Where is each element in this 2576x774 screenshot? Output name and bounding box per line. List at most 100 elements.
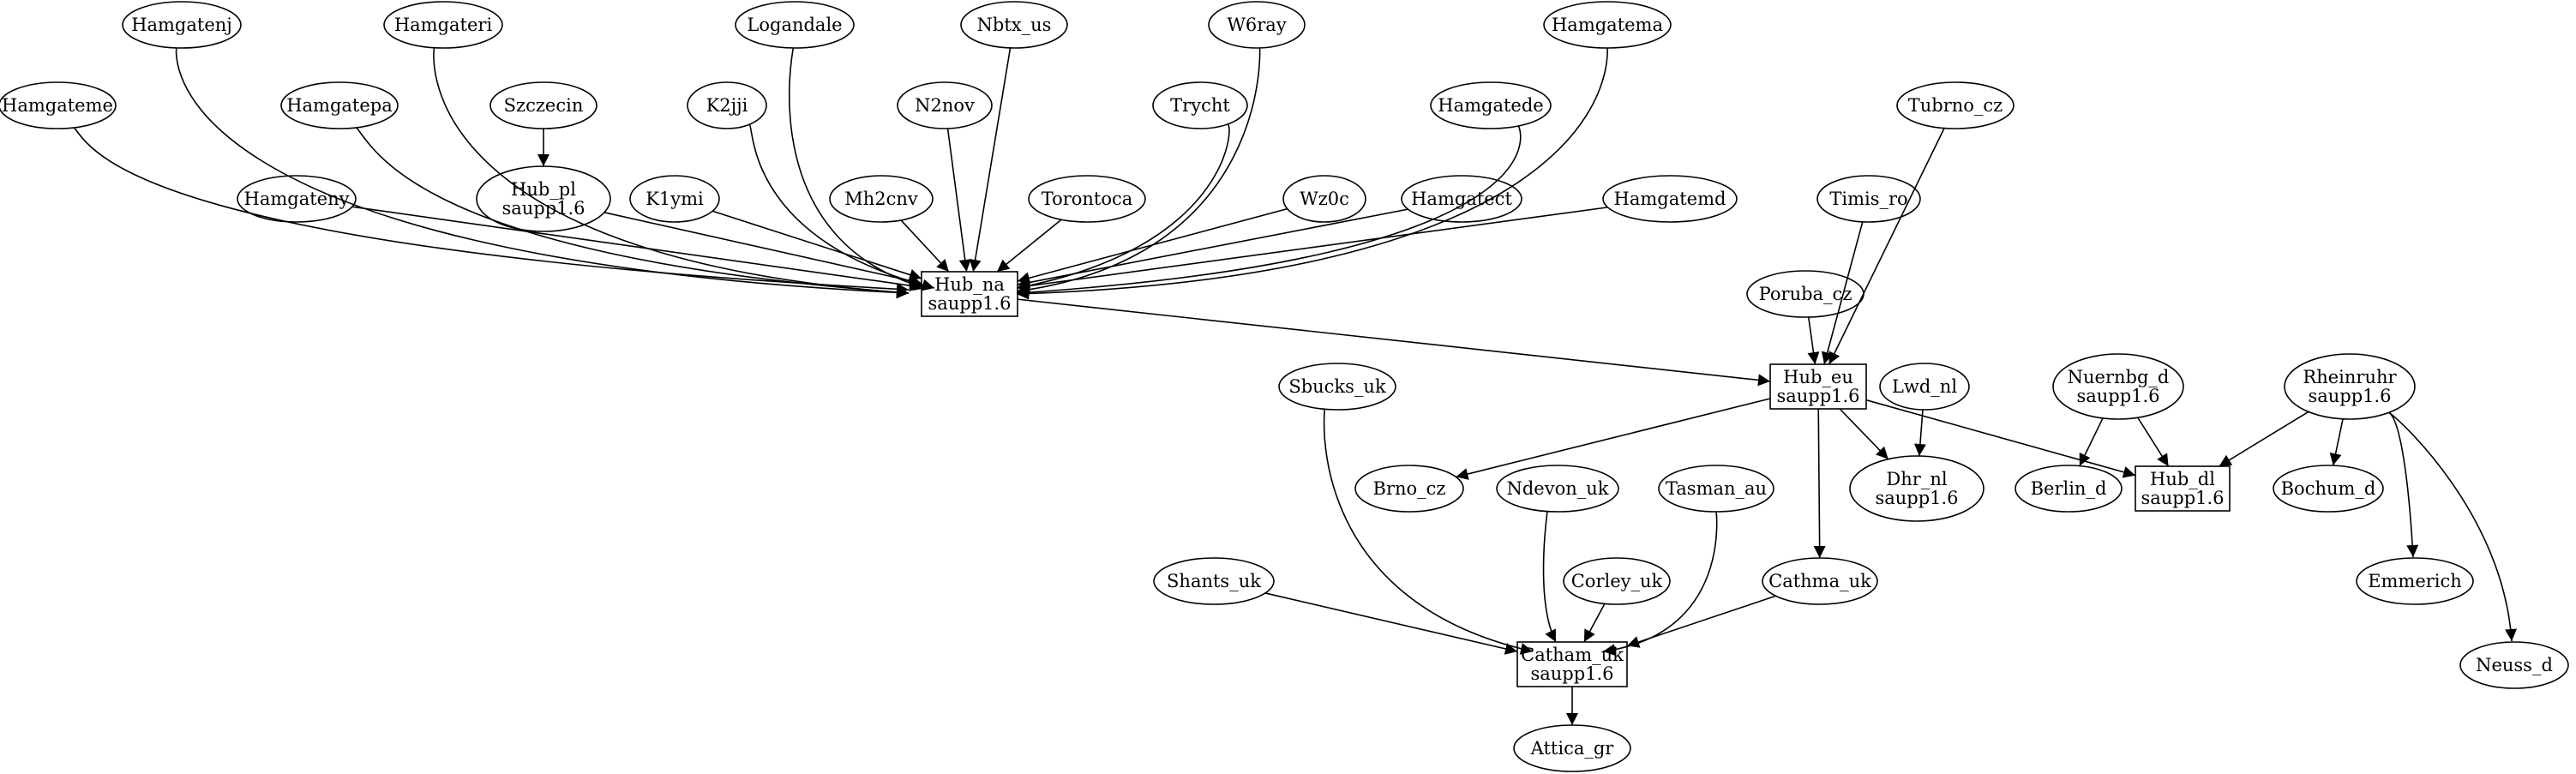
node-ndevon_uk: Ndevon_uk: [1496, 465, 1619, 513]
node-label: Sbucks_uk: [1288, 376, 1386, 397]
node-ellipse: [1153, 557, 1275, 605]
node-ellipse: [1152, 81, 1248, 129]
node-label: Hamgatema: [1552, 15, 1663, 35]
node-hamgateny: Hamgateny: [237, 175, 357, 223]
node-tasman_au: Tasman_au: [1658, 465, 1774, 513]
node-ellipse: [1816, 175, 1921, 223]
node-ellipse: [0, 81, 117, 129]
node-box: [921, 271, 1018, 317]
node-ellipse: [629, 175, 720, 223]
node-ellipse: [1496, 465, 1619, 513]
node-attica_gr: Attica_gr: [1513, 724, 1631, 772]
node-label: Cathma_uk: [1768, 571, 1871, 591]
node-label: Hub_dl: [2150, 469, 2215, 489]
node-ellipse: [1602, 175, 1738, 223]
edge-rheinruhr-to-emmerich: [2388, 411, 2419, 558]
edge-hamgatenj-to-hub_na: [175, 47, 910, 299]
node-k2jji: K2jji: [687, 81, 767, 129]
node-label: Corley_uk: [1571, 571, 1663, 591]
edge-nuernbg_d-to-berlin_d: [2079, 417, 2104, 466]
node-ellipse: [1282, 175, 1366, 223]
edge-rheinruhr-to-neuss_d: [2388, 411, 2518, 642]
node-bochum_d: Bochum_d: [2273, 465, 2384, 513]
node-ellipse: [237, 175, 357, 223]
edge-hamgatema-to-hub_na: [1016, 47, 1608, 300]
edge-hub_eu-to-brno_cz: [1456, 398, 1771, 480]
node-shants_uk: Shants_uk: [1153, 557, 1275, 605]
edge-timis_ro-to-hub_eu: [1821, 221, 1864, 365]
node-label: Hamgatemd: [1614, 189, 1726, 209]
node-hamgatect: Hamgatect: [1401, 175, 1522, 223]
node-corley_uk: Corley_uk: [1563, 557, 1671, 605]
node-ellipse: [1430, 81, 1552, 129]
node-n2nov: N2nov: [897, 81, 993, 129]
node-label: K2jji: [706, 95, 748, 116]
node-hamgateme: Hamgateme: [0, 81, 117, 129]
edge-shants_uk-to-catham_uk: [1264, 592, 1518, 655]
edge-hamgatepa-to-hub_na: [356, 127, 910, 298]
edge-lwd_nl-to-dhr_nl: [1913, 409, 1926, 457]
node-ellipse: [1658, 465, 1774, 513]
node-label: saupp1.6: [1776, 386, 1859, 406]
node-label: Berlin_d: [2031, 478, 2107, 499]
node-ellipse: [1354, 465, 1464, 513]
node-label: N2nov: [915, 95, 975, 116]
node-label: Hub_na: [934, 274, 1005, 295]
node-label: Brno_cz: [1373, 478, 1446, 499]
node-hamgatemd: Hamgatemd: [1602, 175, 1738, 223]
edge-mh2cnv-to-hub_na: [900, 219, 950, 273]
edge-k2jji-to-hub_na: [748, 123, 935, 291]
node-ellipse: [960, 1, 1068, 49]
node-label: Tasman_au: [1666, 478, 1767, 499]
node-ellipse: [383, 1, 503, 49]
node-label: Mh2cnv: [844, 189, 918, 209]
edge-hub_na-to-hub_eu: [1017, 298, 1771, 387]
node-label: Hamgatect: [1411, 189, 1512, 209]
node-ellipse: [1849, 455, 1985, 522]
edge-rheinruhr-to-hub_dl: [2219, 411, 2309, 467]
node-label: W6ray: [1227, 15, 1287, 35]
node-label: Lwd_nl: [1892, 376, 1957, 397]
node-neuss_d: Neuss_d: [2459, 641, 2569, 689]
node-box: [1769, 363, 1867, 410]
edge-hamgateny-to-hub_na: [351, 206, 922, 292]
node-ellipse: [1513, 724, 1631, 772]
node-ellipse: [687, 81, 767, 129]
edge-poruba_cz-to-hub_eu: [1807, 316, 1820, 365]
node-label: Hamgateme: [2, 95, 113, 116]
node-hamgatenj: Hamgatenj: [122, 1, 242, 49]
edge-hub_eu-to-cathma_uk: [1813, 408, 1826, 559]
node-lwd_nl: Lwd_nl: [1879, 363, 1970, 411]
node-emmerich: Emmerich: [2356, 557, 2474, 605]
node-hamgateri: Hamgateri: [383, 1, 503, 49]
node-label: Hamgatenj: [131, 15, 232, 35]
edge-hub_eu-to-hub_dl: [1865, 399, 2136, 478]
edge-hamgatect-to-hub_na: [1017, 208, 1408, 289]
node-box: [1516, 641, 1628, 687]
edge-rheinruhr-to-bochum_d: [2329, 418, 2344, 466]
node-ellipse: [1746, 270, 1864, 318]
node-ellipse: [1896, 81, 2015, 129]
node-label: saupp1.6: [1875, 488, 1958, 508]
node-ellipse: [2015, 465, 2123, 513]
edge-k1ymi-to-hub_na: [712, 210, 922, 281]
edge-logandale-to-hub_na: [789, 47, 927, 291]
node-berlin_d: Berlin_d: [2015, 465, 2123, 513]
edge-corley_uk-to-catham_uk: [1583, 603, 1606, 643]
node-hamgatepa: Hamgatepa: [280, 81, 399, 129]
edge-hub_pl-to-hub_na: [603, 212, 922, 287]
node-ellipse: [1543, 1, 1672, 49]
node-hamgatema: Hamgatema: [1543, 1, 1672, 49]
node-label: Trycht: [1170, 95, 1230, 116]
node-ellipse: [1208, 1, 1306, 49]
node-ellipse: [280, 81, 399, 129]
edge-ndevon_uk-to-catham_uk: [1542, 511, 1557, 643]
